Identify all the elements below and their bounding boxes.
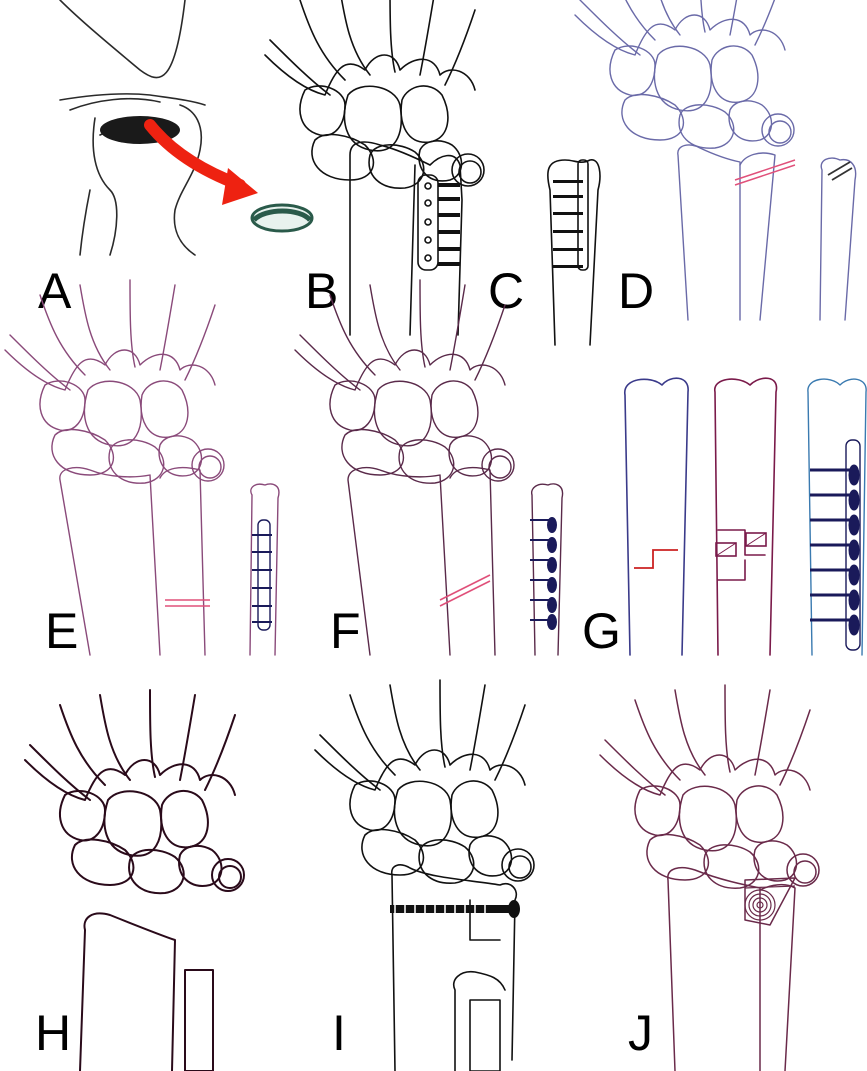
panel-e: E [5,280,279,659]
arrow-head [222,168,258,205]
panel-f: F [295,280,563,659]
panel-label-c: C [488,263,524,319]
osteotomy-line [735,160,795,185]
panel-a: A [38,0,312,319]
panel-label-b: B [305,263,338,319]
panel-b: B [265,0,484,335]
panel-label-i: I [332,1005,346,1061]
panel-i: I [315,680,534,1071]
screw-set [252,535,272,622]
arrow-shaft [150,125,240,185]
kapandji-screw [390,900,520,918]
panel-j: J [600,685,819,1071]
panel-h: H [25,690,244,1071]
panel-label-e: E [45,603,78,659]
panel-label-h: H [35,1005,71,1061]
screw-set [810,466,858,634]
panel-label-g: G [582,603,621,659]
panel-label-d: D [618,263,654,319]
panel-g: G [582,378,866,659]
panel-c: C [488,160,600,345]
panel-label-f: F [330,603,361,659]
panel-d: D [575,0,856,320]
screw-set [438,183,460,266]
panel-label-a: A [38,263,72,319]
panel-label-j: J [628,1005,653,1061]
step-cut-line [634,550,678,568]
